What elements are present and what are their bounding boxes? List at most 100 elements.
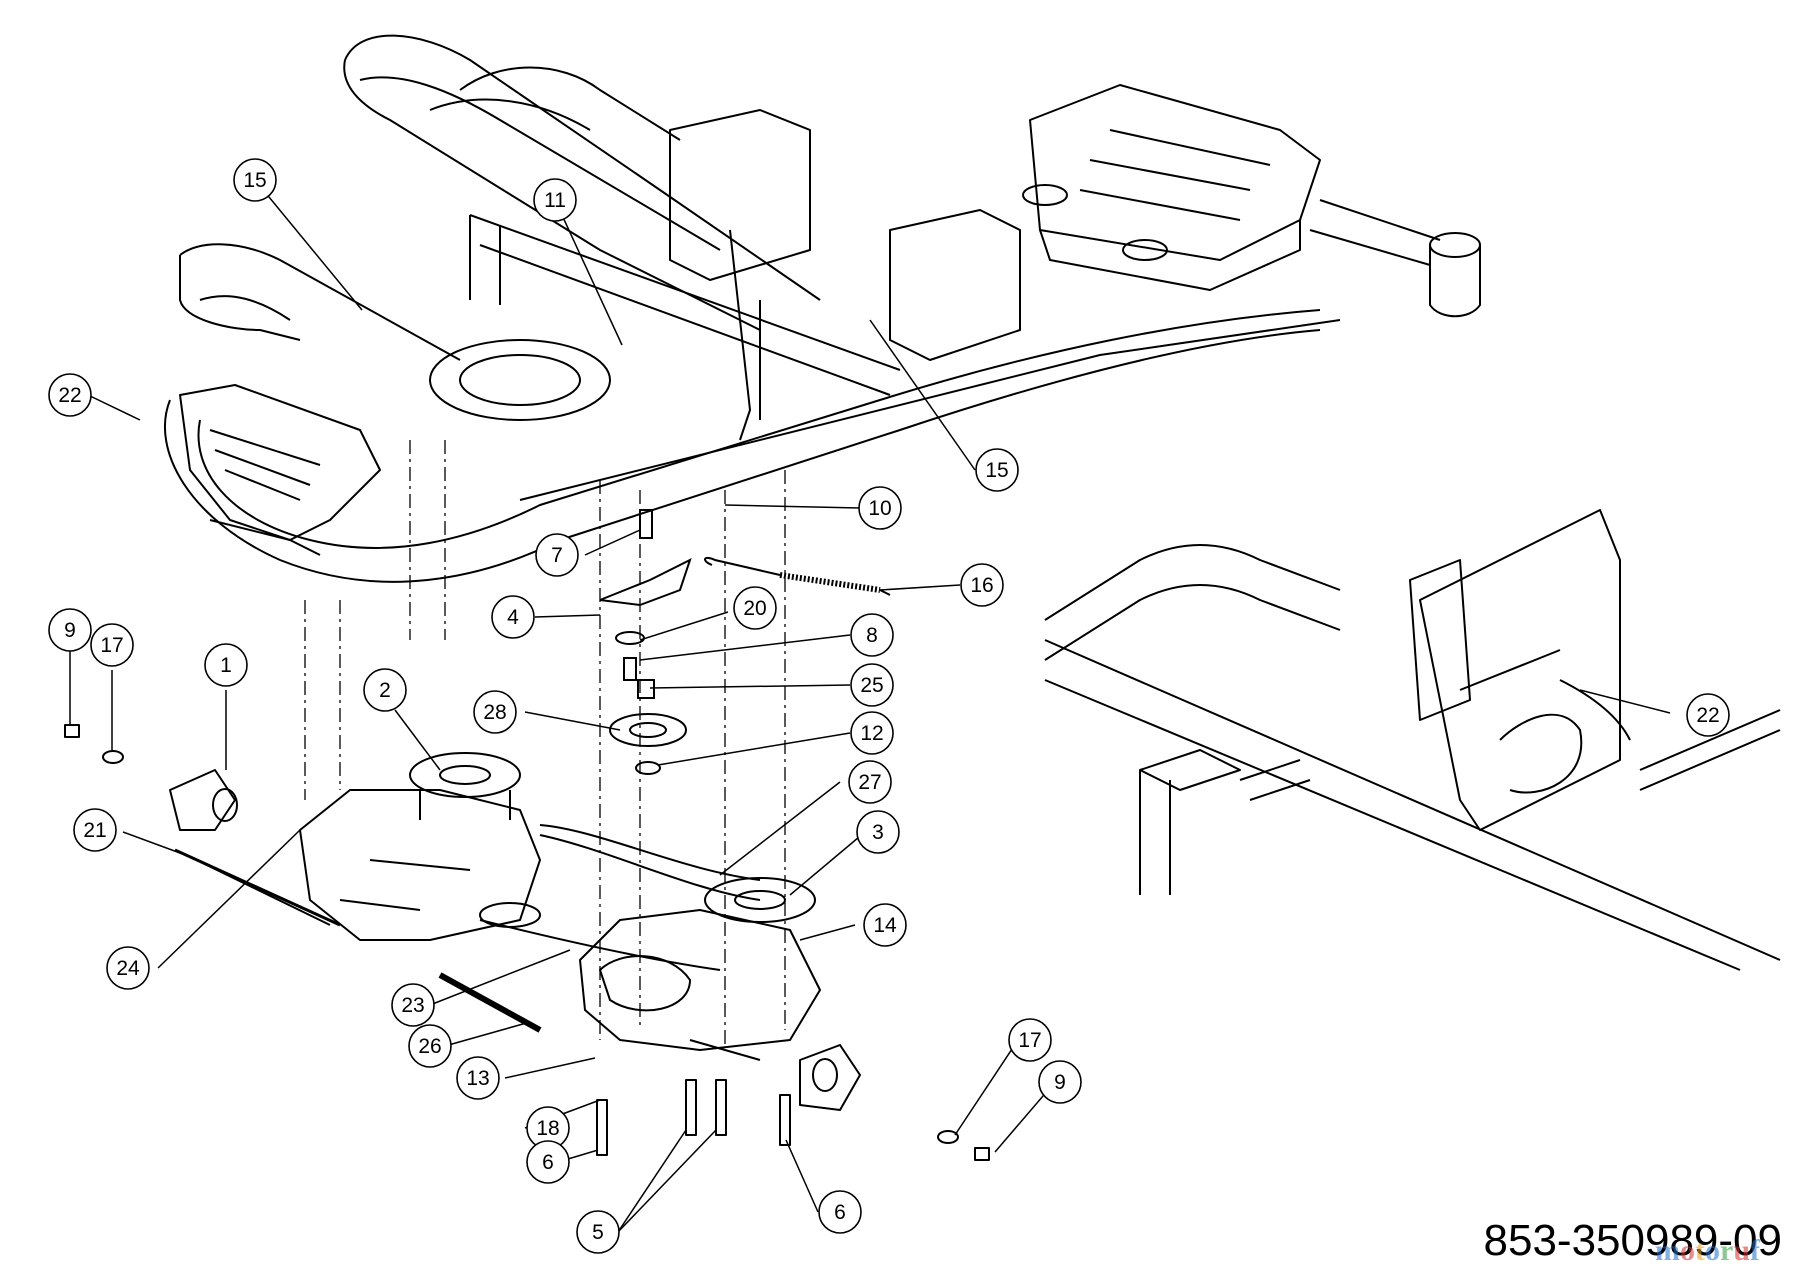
idler-parts	[599, 509, 891, 775]
callout-label: 1	[220, 654, 232, 677]
callout-label: 3	[872, 821, 884, 844]
callout-label: 6	[542, 1151, 554, 1174]
callout-label: 5	[592, 1221, 604, 1244]
callout-circle	[848, 760, 892, 804]
callout-circle	[106, 946, 150, 990]
callout-circle	[576, 1210, 620, 1254]
callout-22: 22	[48, 373, 92, 417]
callout-circle	[1686, 693, 1730, 737]
callout-14: 14	[863, 903, 907, 947]
callout-label: 28	[483, 701, 506, 724]
callout-9: 9	[1038, 1060, 1082, 1104]
callout-28: 28	[473, 690, 517, 734]
callout-circle	[863, 903, 907, 947]
callout-circle	[975, 448, 1019, 492]
callout-circle	[363, 668, 407, 712]
callout-circle	[818, 1190, 862, 1234]
transaxles	[64, 724, 990, 1161]
callout-circle	[90, 623, 134, 667]
callout-4: 4	[491, 595, 535, 639]
callout-label: 15	[985, 459, 1008, 482]
callout-label: 14	[873, 914, 897, 937]
callout-circle	[850, 663, 894, 707]
callout-label: 21	[83, 819, 106, 842]
callout-circle	[48, 373, 92, 417]
callout-circle	[733, 586, 777, 630]
callout-label: 9	[64, 619, 76, 642]
watermark: motoruf	[1654, 1234, 1760, 1267]
callout-circle	[1038, 1060, 1082, 1104]
callout-20: 20	[733, 586, 777, 630]
callout-label: 25	[860, 674, 883, 697]
callout-1: 1	[204, 643, 248, 687]
callout-label: 11	[544, 189, 566, 212]
callout-circle	[408, 1024, 452, 1068]
callout-6: 6	[526, 1140, 570, 1184]
callout-label: 24	[116, 957, 140, 980]
callout-circle	[535, 533, 579, 577]
callout-circle	[233, 158, 277, 202]
callout-circle	[856, 810, 900, 854]
callout-label: 7	[551, 544, 563, 567]
callout-label: 9	[1054, 1071, 1066, 1094]
callout-label: 15	[243, 169, 266, 192]
callout-label: 17	[1018, 1029, 1041, 1052]
callout-label: 22	[58, 384, 81, 407]
callout-17: 17	[1008, 1018, 1052, 1062]
callout-circle	[533, 178, 577, 222]
callout-circle	[48, 608, 92, 652]
callout-label: 12	[860, 722, 883, 745]
inset-detail	[1044, 509, 1781, 971]
callout-23: 23	[391, 983, 435, 1027]
callout-26: 26	[408, 1024, 452, 1068]
callout-15: 15	[233, 158, 277, 202]
callout-circle	[858, 486, 902, 530]
callout-10: 10	[858, 486, 902, 530]
part-number: 853-350989-09	[1483, 1216, 1782, 1265]
callout-5: 5	[576, 1210, 620, 1254]
callout-circle	[526, 1140, 570, 1184]
callout-circle	[204, 643, 248, 687]
callout-12: 12	[850, 711, 894, 755]
callout-label: 18	[536, 1117, 559, 1140]
callout-label: 22	[1696, 704, 1719, 727]
callout-label: 10	[868, 497, 891, 520]
callout-circle	[960, 563, 1004, 607]
callout-16: 16	[960, 563, 1004, 607]
callout-22: 22	[1686, 693, 1730, 737]
callout-label: 6	[834, 1201, 846, 1224]
callout-8: 8	[850, 613, 894, 657]
callout-label: 8	[866, 624, 878, 647]
callout-circle	[73, 808, 117, 852]
callout-label: 16	[970, 574, 993, 597]
callout-label: 27	[858, 771, 881, 794]
callout-circle	[850, 711, 894, 755]
main-frame	[164, 34, 1481, 1050]
callout-label: 13	[466, 1067, 489, 1090]
callout-17: 17	[90, 623, 134, 667]
callout-circle	[1008, 1018, 1052, 1062]
callout-label: 26	[418, 1035, 441, 1058]
callout-2: 2	[363, 668, 407, 712]
callout-11: 11	[533, 178, 577, 222]
callout-24: 24	[106, 946, 150, 990]
callout-circle	[850, 613, 894, 657]
callout-7: 7	[535, 533, 579, 577]
callout-label: 4	[507, 606, 519, 629]
callout-circle	[391, 983, 435, 1027]
callout-21: 21	[73, 808, 117, 852]
callout-18: 18	[526, 1106, 570, 1150]
callout-27: 27	[848, 760, 892, 804]
callout-circle	[491, 595, 535, 639]
callout-9: 9	[48, 608, 92, 652]
callouts	[69, 179, 1671, 1233]
callout-circle	[473, 690, 517, 734]
callout-25: 25	[850, 663, 894, 707]
callout-15: 15	[975, 448, 1019, 492]
callout-13: 13	[456, 1056, 500, 1100]
callout-label: 17	[100, 634, 123, 657]
callout-label: 20	[743, 597, 766, 620]
callout-3: 3	[856, 810, 900, 854]
